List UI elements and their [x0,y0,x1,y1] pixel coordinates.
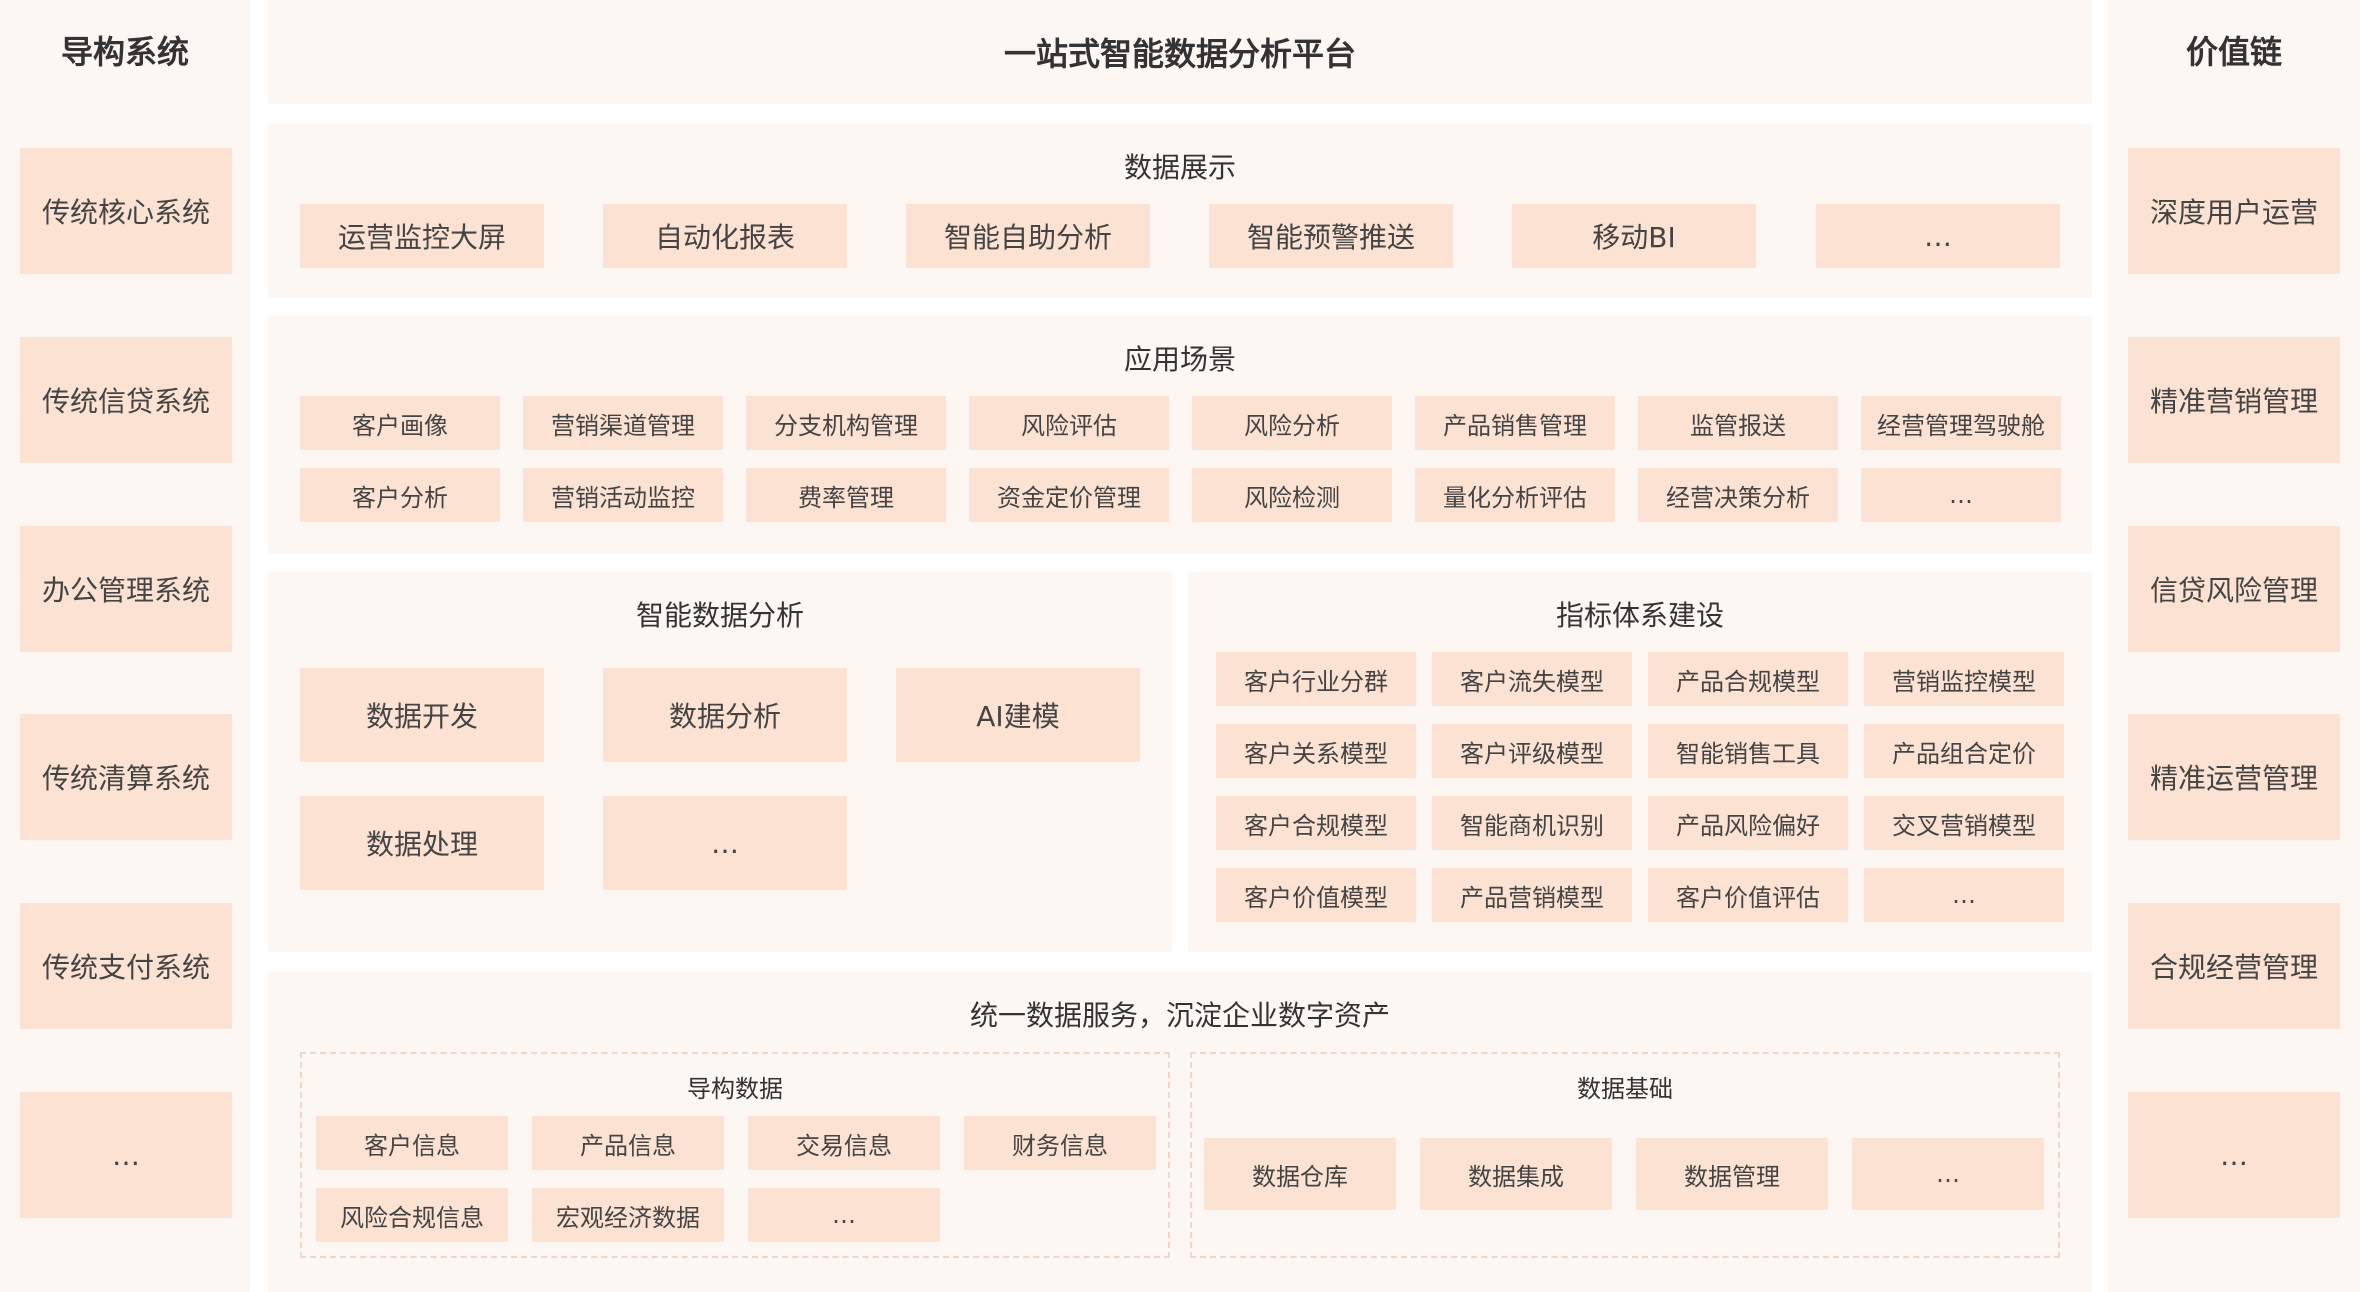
source-data-title: 导构数据 [687,1074,783,1103]
scenario-item: 量化分析评估 [1415,468,1615,522]
analysis-item-more: … [603,796,847,890]
indicator-item: 产品营销模型 [1432,868,1632,922]
right-column-title: 价值链 [2185,33,2282,71]
scenario-item: 分支机构管理 [746,396,946,450]
left-item-core-system: 传统核心系统 [20,148,232,274]
source-data-group [300,1052,1170,1258]
indicator-item: 产品风险偏好 [1648,796,1848,850]
scenario-item: 风险分析 [1192,396,1392,450]
right-item-marketing: 精准营销管理 [2128,337,2340,463]
source-data-item: 交易信息 [748,1116,940,1170]
data-base-item: 数据集成 [1420,1138,1612,1210]
indicator-item: 交叉营销模型 [1864,796,2064,850]
data-base-group [1190,1052,2060,1258]
indicator-item: … [1864,868,2064,922]
scenario-item: 费率管理 [746,468,946,522]
data-base-item: 数据仓库 [1204,1138,1396,1210]
indicator-item: 客户关系模型 [1216,724,1416,778]
left-item-office-system: 办公管理系统 [20,526,232,652]
scenario-item: 风险评估 [969,396,1169,450]
right-item-user-operation: 深度用户运营 [2128,148,2340,274]
scenario-item: 营销渠道管理 [523,396,723,450]
left-column-title: 导构系统 [60,33,189,71]
display-section [268,124,2092,298]
display-item-dashboard: 运营监控大屏 [300,204,544,268]
right-item-credit-risk: 信贷风险管理 [2128,526,2340,652]
left-item-clearing-system: 传统清算系统 [20,714,232,840]
left-item-more: … [20,1092,232,1218]
analysis-item-dev: 数据开发 [300,668,544,762]
indicator-item: 智能商机识别 [1432,796,1632,850]
display-item-alert-push: 智能预警推送 [1209,204,1453,268]
source-data-item: 产品信息 [532,1116,724,1170]
analysis-item-analysis: 数据分析 [603,668,847,762]
indicator-item: 营销监控模型 [1864,652,2064,706]
platform-title: 一站式智能数据分析平台 [268,0,2092,104]
source-data-item: 客户信息 [316,1116,508,1170]
indicator-section-title: 指标体系建设 [1555,599,1724,632]
source-data-item: 宏观经济数据 [532,1188,724,1242]
left-item-credit-system: 传统信贷系统 [20,337,232,463]
indicator-item: 智能销售工具 [1648,724,1848,778]
source-data-item: … [748,1188,940,1242]
indicator-item: 客户价值模型 [1216,868,1416,922]
indicator-item: 客户流失模型 [1432,652,1632,706]
indicator-item: 产品合规模型 [1648,652,1848,706]
right-item-compliance: 合规经营管理 [2128,903,2340,1029]
data-base-item: … [1852,1138,2044,1210]
analysis-item-processing: 数据处理 [300,796,544,890]
analysis-item-ai-model: AI建模 [896,668,1140,762]
service-section-title: 统一数据服务，沉淀企业数字资产 [969,999,1390,1032]
indicator-item: 客户价值评估 [1648,868,1848,922]
display-section-title: 数据展示 [1123,151,1236,184]
left-item-payment-system: 传统支付系统 [20,903,232,1029]
scenario-item: 客户画像 [300,396,500,450]
display-item-mobile-bi: 移动BI [1512,204,1756,268]
right-item-more: … [2128,1092,2340,1218]
scenario-item: 风险检测 [1192,468,1392,522]
source-data-item: 财务信息 [964,1116,1156,1170]
scenario-item: 资金定价管理 [969,468,1169,522]
scenario-item: 监管报送 [1638,396,1838,450]
scenario-item: 营销活动监控 [523,468,723,522]
indicator-item: 产品组合定价 [1864,724,2064,778]
scenario-item: 经营管理驾驶舱 [1861,396,2061,450]
scenario-section-title: 应用场景 [1123,343,1236,376]
indicator-item: 客户评级模型 [1432,724,1632,778]
scenario-item: 客户分析 [300,468,500,522]
data-base-item: 数据管理 [1636,1138,1828,1210]
display-item-self-analysis: 智能自助分析 [906,204,1150,268]
source-data-item: 风险合规信息 [316,1188,508,1242]
scenario-item: 产品销售管理 [1415,396,1615,450]
display-item-more: … [1816,204,2060,268]
indicator-item: 客户行业分群 [1216,652,1416,706]
data-base-title: 数据基础 [1577,1074,1673,1103]
display-item-auto-report: 自动化报表 [603,204,847,268]
scenario-item: 经营决策分析 [1638,468,1838,522]
analysis-section-title: 智能数据分析 [635,599,804,632]
right-item-operation: 精准运营管理 [2128,714,2340,840]
scenario-item: … [1861,468,2061,522]
indicator-item: 客户合规模型 [1216,796,1416,850]
